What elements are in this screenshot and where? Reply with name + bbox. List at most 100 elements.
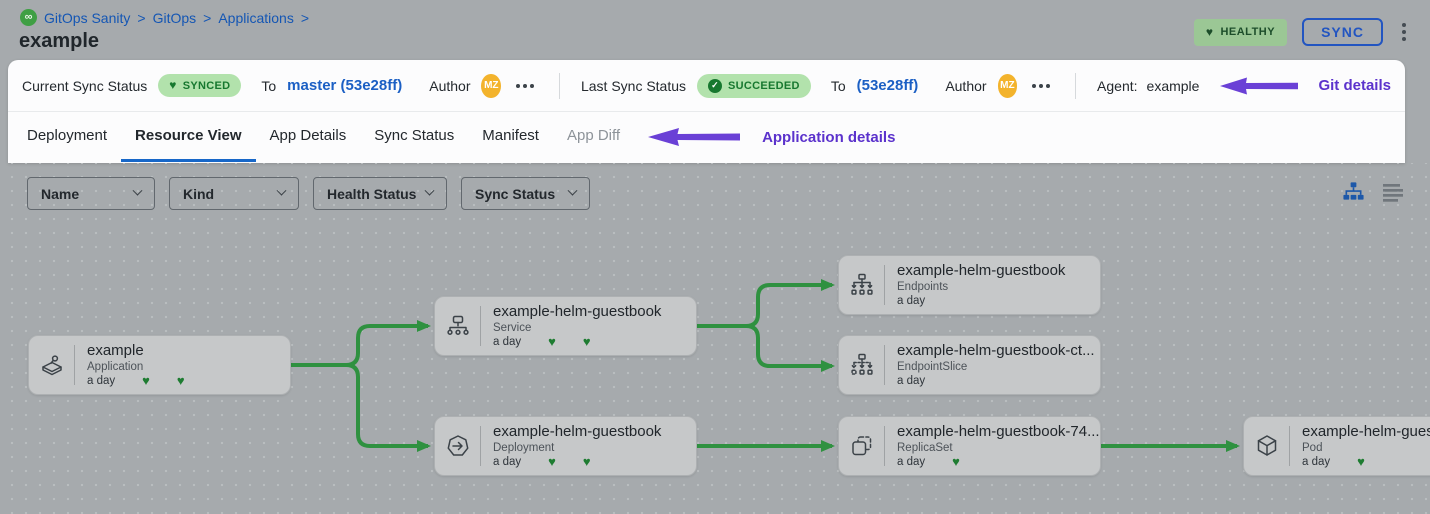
annotation-arrow-icon [1220,77,1299,94]
filter-name-label: Name [41,185,80,202]
to-label: To [830,77,846,94]
succeeded-status-pill: SUCCEEDED [697,73,811,98]
health-status-badge: HEALTHY [1193,18,1288,46]
chevron-down-icon [567,185,578,196]
node-title: example-helm-guestbook [493,303,662,320]
node-endpoints[interactable]: example-helm-guestbook Endpoints a day [838,255,1101,315]
service-icon [435,297,480,355]
tab-sync-status[interactable]: Sync Status [374,127,455,144]
current-sync-status-label: Current Sync Status [22,77,148,94]
divider [480,426,481,466]
breadcrumb-separator: > [137,9,146,26]
divider [884,345,885,385]
agent-label: Agent: [1097,77,1138,94]
heart-icon [548,335,556,349]
breadcrumb-separator: > [300,9,310,26]
succeeded-pill-label: SUCCEEDED [728,79,800,92]
endpoints-icon [839,256,884,314]
filter-kind[interactable]: Kind [169,177,299,210]
tab-app-details[interactable]: App Details [269,127,347,144]
application-details-label: Application details [762,128,896,146]
view-toggles [1342,181,1404,202]
heart-icon [583,455,591,469]
heart-icon [583,335,591,349]
page-title: example [19,30,100,52]
node-kind: Deployment [493,441,555,454]
node-title: example-helm-guestbook-74... [897,423,1100,440]
gitops-logo-icon: ∞ [20,9,37,26]
filter-health-status[interactable]: Health Status [313,177,447,210]
node-replicaset[interactable]: example-helm-guestbook-74... ReplicaSet … [838,416,1101,476]
author-label: Author [429,77,471,94]
author-avatar: MZ [481,73,502,98]
endpointslice-icon [839,336,884,394]
node-endpointslice[interactable]: example-helm-guestbook-ct... EndpointSli… [838,335,1101,395]
meatball-menu-icon[interactable] [1028,80,1054,92]
meatball-menu-icon[interactable] [512,80,538,92]
filter-sync-status[interactable]: Sync Status [461,177,590,210]
last-commit-link[interactable]: (53e28ff) [856,77,919,94]
heart-icon [1357,455,1365,469]
tab-manifest[interactable]: Manifest [482,127,539,144]
node-deployment[interactable]: example-helm-guestbook Deployment a day [434,416,697,476]
health-badge-label: HEALTHY [1220,26,1276,38]
synced-pill-label: SYNCED [182,79,231,92]
filter-sync-status-label: Sync Status [475,185,556,202]
page-header: ∞ GitOps Sanity > GitOps > Applications … [0,0,1430,60]
node-kind: ReplicaSet [897,441,953,454]
breadcrumb-applications[interactable]: Applications [218,9,294,26]
filter-health-status-label: Health Status [327,185,417,202]
agent-info: Agent: example [1097,78,1199,94]
tree-view-icon[interactable] [1342,181,1365,202]
tab-bar: Deployment Resource View App Details Syn… [8,112,1405,162]
list-view-icon[interactable] [1382,182,1404,202]
node-age: a day [87,375,116,387]
author-label: Author [945,77,987,94]
node-body: example Application a day [75,336,290,394]
breadcrumb-separator: > [203,9,212,26]
resource-graph-canvas: Name Kind Health Status Sync Status [0,163,1430,514]
node-application-example[interactable]: example Application a day [28,335,291,395]
last-sync-status-label: Last Sync Status [580,77,687,94]
heart-icon [169,79,176,92]
node-age: a day [1302,456,1331,468]
sync-status-bar: Current Sync Status SYNCED To master (53… [8,60,1405,112]
chevron-down-icon [132,185,143,196]
node-title: example-helm-guestbook [493,423,662,440]
git-details-annotation: Git details [1220,77,1391,95]
node-body: example-helm-guestbook-ct... EndpointSli… [885,336,1100,394]
tab-app-diff[interactable]: App Diff [566,127,621,144]
node-title: example-helm-guest [1302,423,1430,440]
filter-name[interactable]: Name [27,177,155,210]
breadcrumb: ∞ GitOps Sanity > GitOps > Applications … [20,9,309,26]
sync-button[interactable]: SYNC [1302,18,1383,46]
divider [884,265,885,305]
divider [1289,426,1290,466]
divider [1075,72,1077,99]
replicaset-icon [839,417,884,475]
breadcrumb-gitops-sanity[interactable]: GitOps Sanity [44,9,131,26]
node-age: a day [897,375,926,387]
node-kind: Application [87,360,144,373]
kebab-menu-icon[interactable] [1398,20,1410,44]
chevron-down-icon [276,185,287,196]
node-title: example-helm-guestbook [897,262,1066,279]
divider [559,72,560,99]
divider [74,345,75,385]
node-service[interactable]: example-helm-guestbook Service a day [434,296,697,356]
node-kind: Service [493,321,532,334]
tab-deployment[interactable]: Deployment [27,127,108,144]
node-kind: EndpointSlice [897,360,968,373]
node-age: a day [493,456,522,468]
tab-resource-view[interactable]: Resource View [121,112,256,162]
to-label: To [261,77,277,94]
node-pod[interactable]: example-helm-guest Pod a day [1243,416,1430,476]
divider [480,306,481,346]
chevron-down-icon [424,185,435,196]
heart-icon [177,374,185,388]
node-age: a day [493,336,522,348]
node-kind: Endpoints [897,280,949,293]
node-age: a day [897,456,926,468]
breadcrumb-gitops[interactable]: GitOps [152,9,197,26]
current-commit-link[interactable]: master (53e28ff) [287,77,403,94]
